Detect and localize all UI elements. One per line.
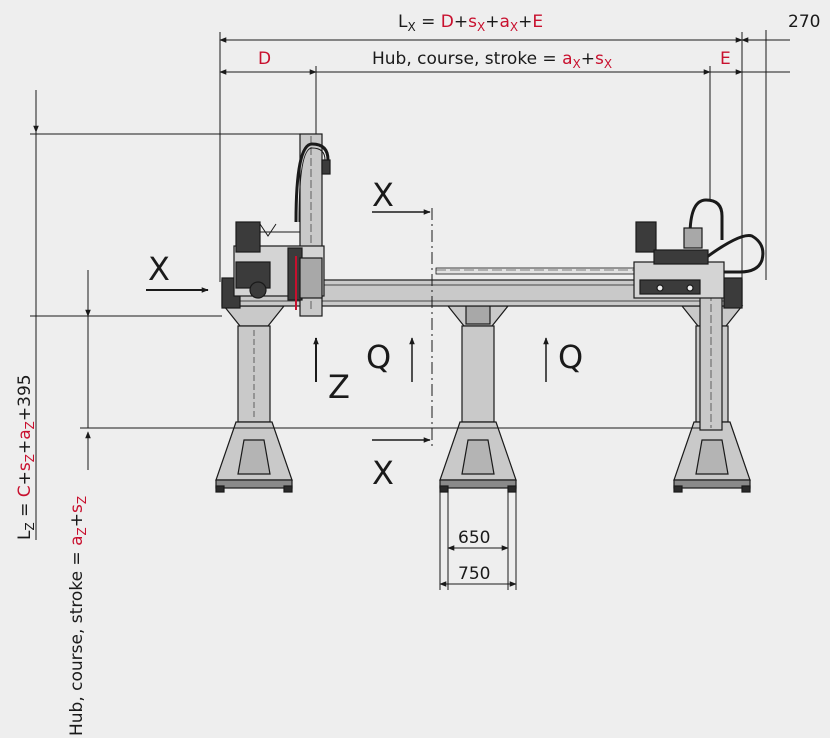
d-dimension-label: D <box>258 49 271 69</box>
section-q-right: Q <box>558 338 583 376</box>
section-x-left: X <box>148 250 170 288</box>
left-support-column <box>215 305 293 493</box>
center-support-column <box>439 305 517 493</box>
hub-z-label: Hub, course, stroke = aZ+sZ <box>67 496 89 736</box>
e-dimension-label: E <box>720 49 731 69</box>
left-carriage <box>233 133 331 317</box>
section-z: Z <box>328 368 350 406</box>
width-650-label: 650 <box>458 528 490 548</box>
width-750-label: 750 <box>458 564 490 584</box>
lx-formula-label: LX = D+sX+aX+E <box>398 12 543 34</box>
gantry-machine <box>215 133 765 493</box>
dimension-lines <box>30 30 790 590</box>
offset-270-label: 270 <box>788 12 820 32</box>
right-carriage <box>633 198 765 431</box>
labels: LX = D+sX+aX+E 270 D E Hub, course, stro… <box>15 12 820 736</box>
hub-x-label: Hub, course, stroke = aX+sX <box>372 49 612 71</box>
section-x-top: X <box>372 176 394 214</box>
section-q-left: Q <box>366 338 391 376</box>
lz-formula-label: LZ = C+sZ+aZ+395 <box>15 374 37 540</box>
section-x-bottom: X <box>372 454 394 492</box>
